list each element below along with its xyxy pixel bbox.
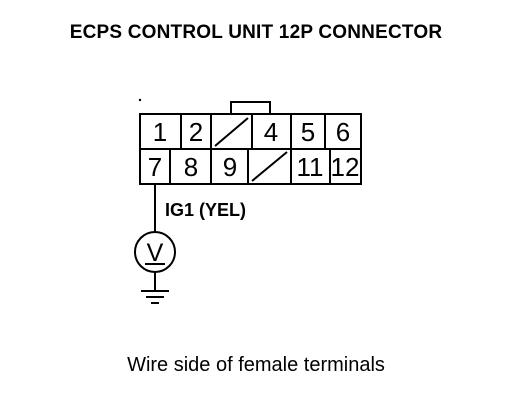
pin-7: 7 [148, 152, 162, 182]
connector-lock-tab [230, 101, 271, 114]
empty-cavity-bottom-slash [251, 151, 288, 182]
bottom-row-dividers [169, 149, 331, 184]
pin-12: 12 [331, 152, 360, 182]
pin-11: 11 [297, 152, 324, 182]
diagram-caption: Wire side of female terminals [127, 354, 385, 376]
pin-1: 1 [153, 117, 167, 147]
pin-6: 6 [336, 117, 350, 147]
stray-dot [138, 98, 142, 102]
pin-4: 4 [264, 117, 278, 147]
voltmeter-symbol: V [147, 239, 164, 267]
ground-icon [141, 290, 169, 304]
pin-2: 2 [189, 117, 203, 147]
top-row-dividers [180, 114, 326, 149]
diagram-title: ECPS CONTROL UNIT 12P CONNECTOR [69, 22, 443, 43]
pin-8: 8 [184, 152, 198, 182]
pin-9: 9 [223, 152, 237, 182]
empty-cavity-top-slash [214, 117, 249, 147]
voltmeter-icon: V [134, 231, 176, 273]
wire-label: IG1 (YEL) [165, 200, 247, 220]
pin-5: 5 [301, 117, 315, 147]
